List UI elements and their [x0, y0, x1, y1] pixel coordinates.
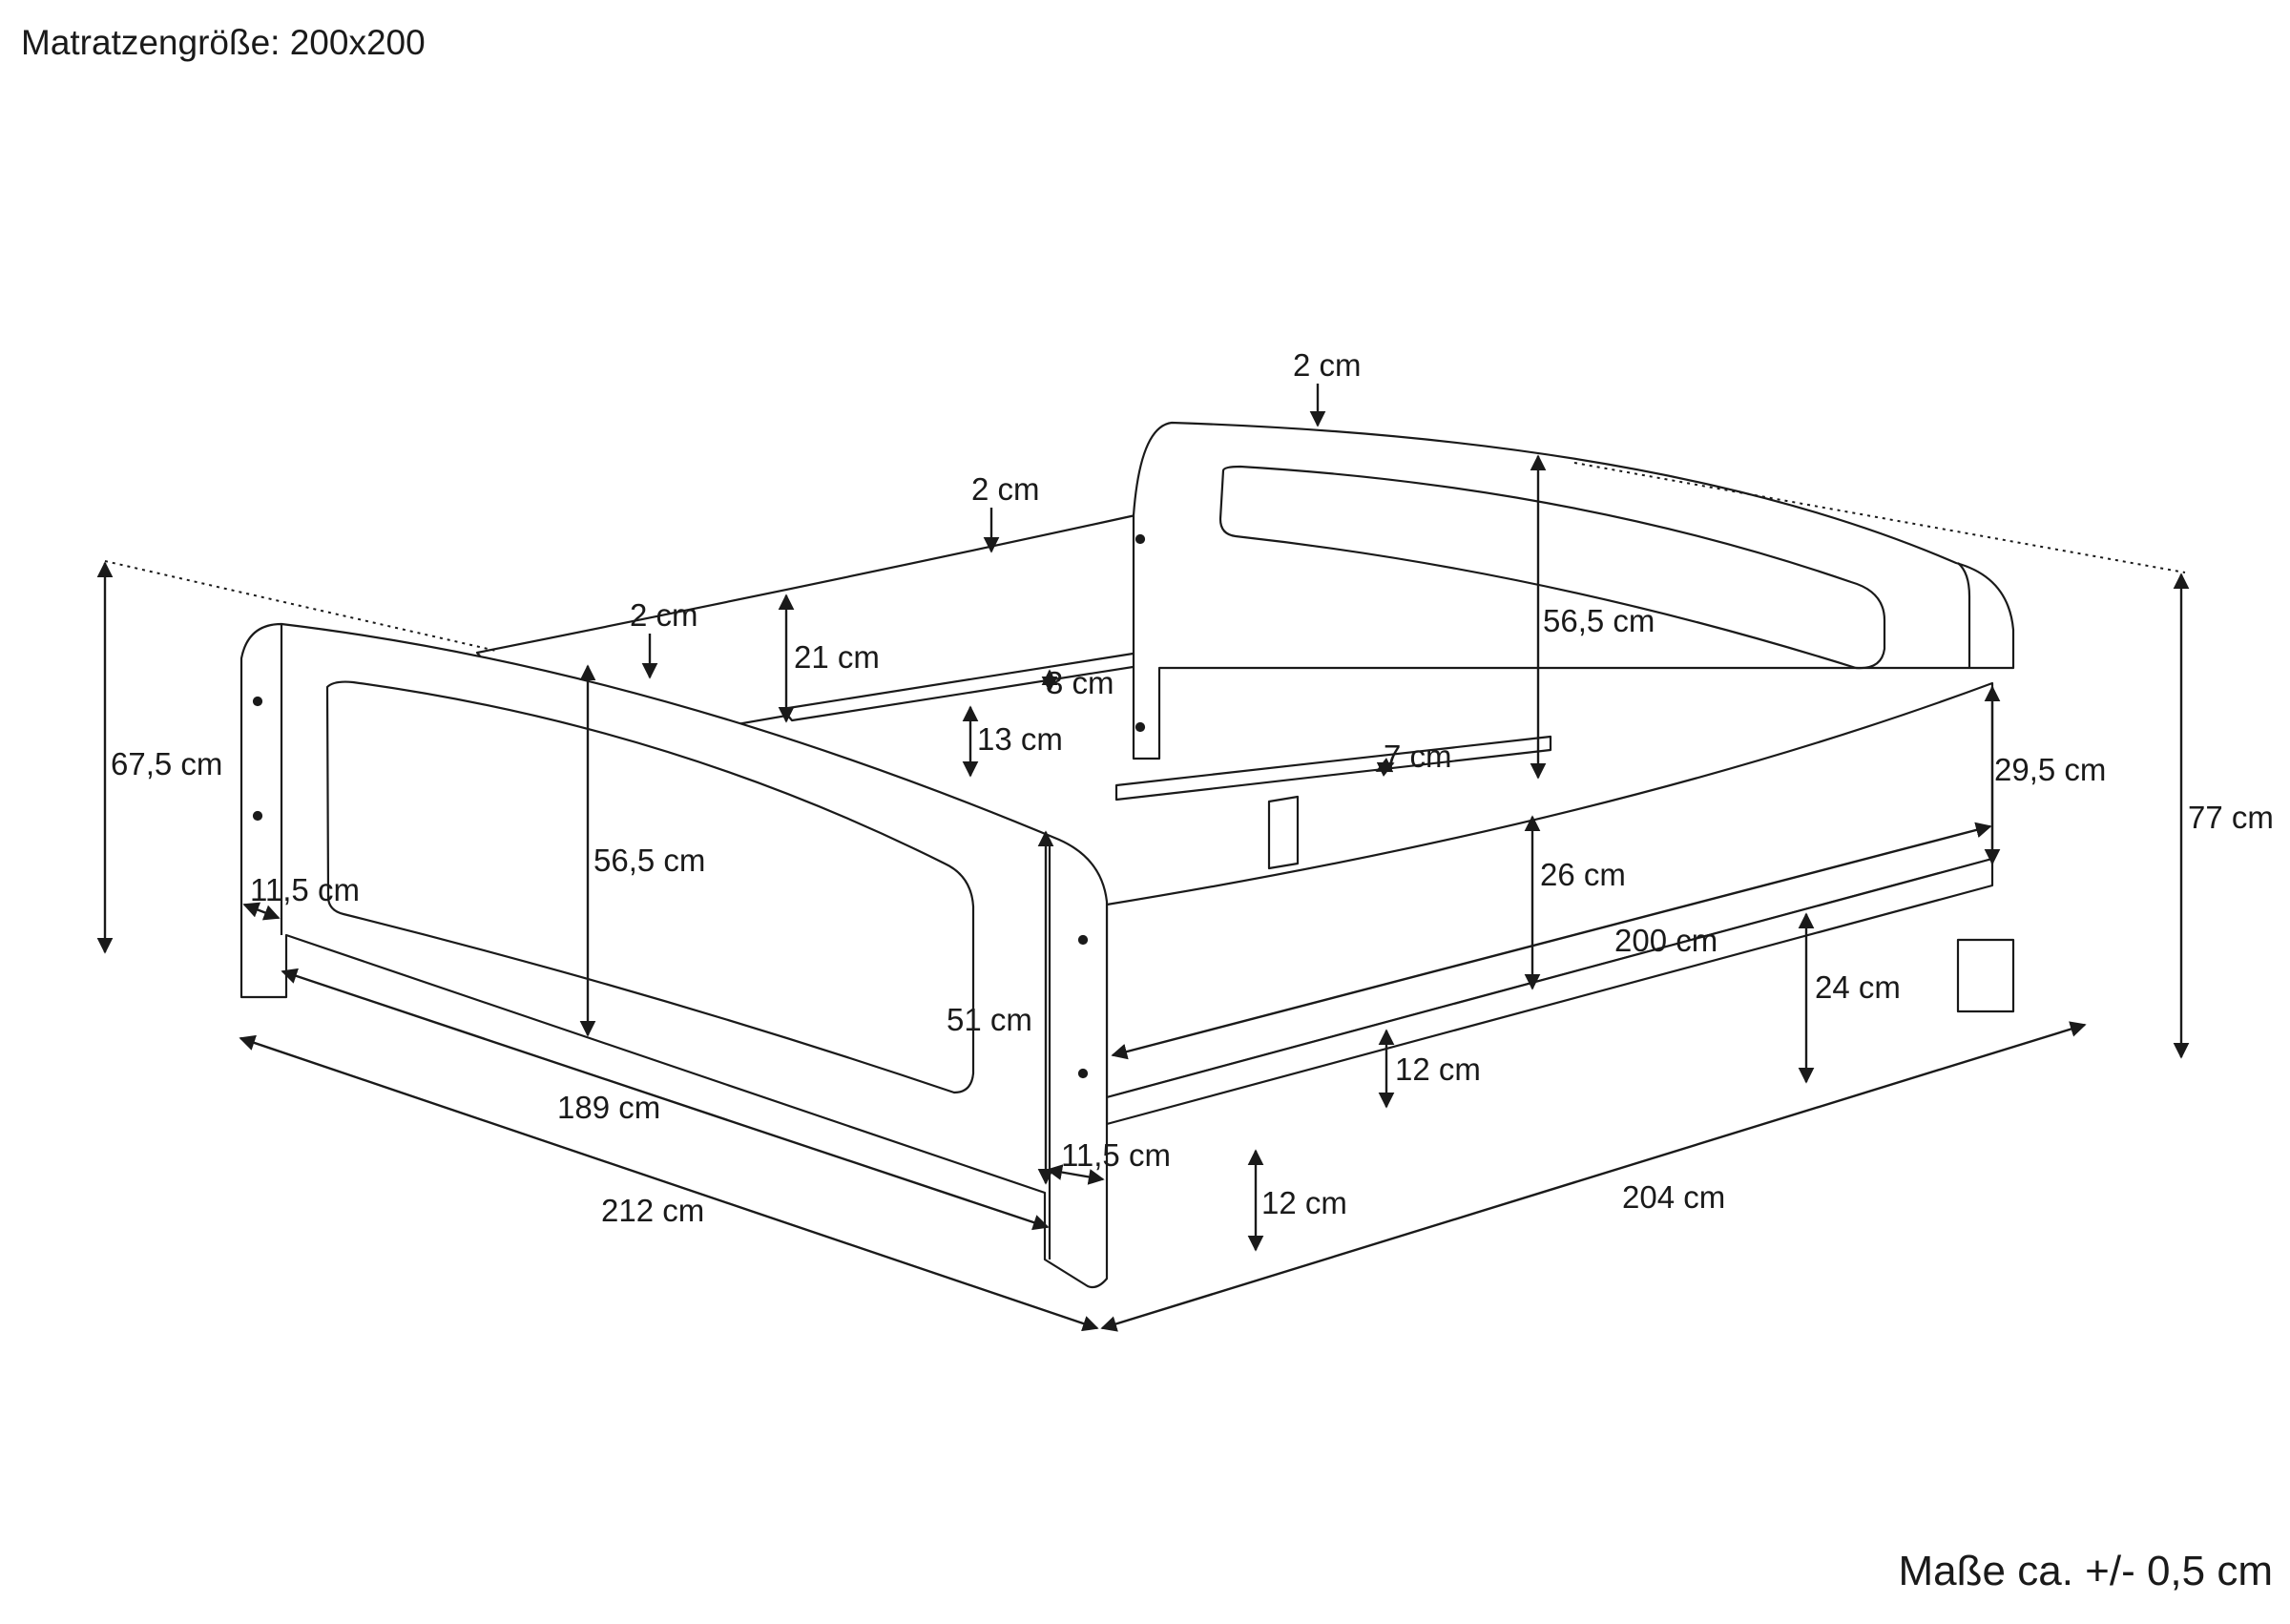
label-leg-width-front: 11,5 cm: [1061, 1137, 1171, 1173]
label-inner-length: 200 cm: [1614, 923, 1718, 958]
bolt: [252, 696, 263, 707]
bolt: [1077, 934, 1089, 946]
label-headboard-panel: 56,5 cm: [1543, 603, 1655, 638]
label-slat-width: 7 cm: [1384, 739, 1452, 774]
label-floor-clearance: 12 cm: [1261, 1185, 1347, 1220]
label-leg-height: 51 cm: [947, 1002, 1032, 1037]
label-total-width: 204 cm: [1622, 1179, 1725, 1215]
label-side-panel-height: 29,5 cm: [1994, 752, 2106, 787]
headboard-inner-panel: [1218, 465, 1886, 670]
slat-support-leg: [1267, 795, 1300, 870]
dimension-labels: 77 cm 67,5 cm 212 cm 204 cm 189 cm 200 c…: [111, 347, 2274, 1228]
label-footboard-thickness: 2 cm: [630, 597, 698, 633]
label-side-rail-height: 21 cm: [794, 639, 880, 675]
label-footboard-panel: 56,5 cm: [593, 843, 705, 878]
arrow-inner-length: [1111, 822, 1992, 1060]
headboard: [1132, 421, 2015, 760]
bolt: [252, 810, 263, 822]
label-ledge-thickness: 3 cm: [1046, 665, 1114, 700]
headboard-right-leg: [1956, 938, 2015, 1013]
label-headboard-thickness: 2 cm: [1293, 347, 1362, 383]
arrow-inner-width: [281, 968, 1050, 1231]
label-inner-width: 189 cm: [557, 1090, 660, 1125]
label-front-rail-height: 24 cm: [1815, 969, 1901, 1005]
label-leg-width-left: 11,5 cm: [250, 872, 360, 907]
center-slat: [1114, 735, 1552, 802]
bolt: [1077, 1068, 1089, 1079]
dimension-arrows: [96, 384, 2190, 1332]
arrow-total-width: [1100, 1021, 2087, 1332]
label-total-length: 212 cm: [601, 1193, 704, 1228]
arrow-leg-width-front: [1046, 1164, 1105, 1185]
label-total-height: 77 cm: [2188, 800, 2274, 835]
headboard-right-post: [1957, 562, 1971, 668]
label-underbed-clearance: 12 cm: [1395, 1051, 1481, 1087]
tolerance-note: Maße ca. +/- 0,5 cm: [1898, 1548, 2273, 1594]
label-side-inner-height: 26 cm: [1540, 857, 1626, 892]
bolt: [1135, 533, 1146, 545]
arrow-leg-width-left: [242, 902, 281, 921]
bolt: [1135, 721, 1146, 733]
label-side-rail-thickness: 2 cm: [971, 471, 1040, 507]
label-footboard-height: 67,5 cm: [111, 746, 222, 781]
mattress-size-title: Matratzengröße: 200x200: [21, 23, 426, 62]
label-ledge-height: 13 cm: [977, 721, 1063, 757]
arrow-slat-width: [1375, 757, 1395, 778]
guide-lines: [104, 462, 2186, 652]
